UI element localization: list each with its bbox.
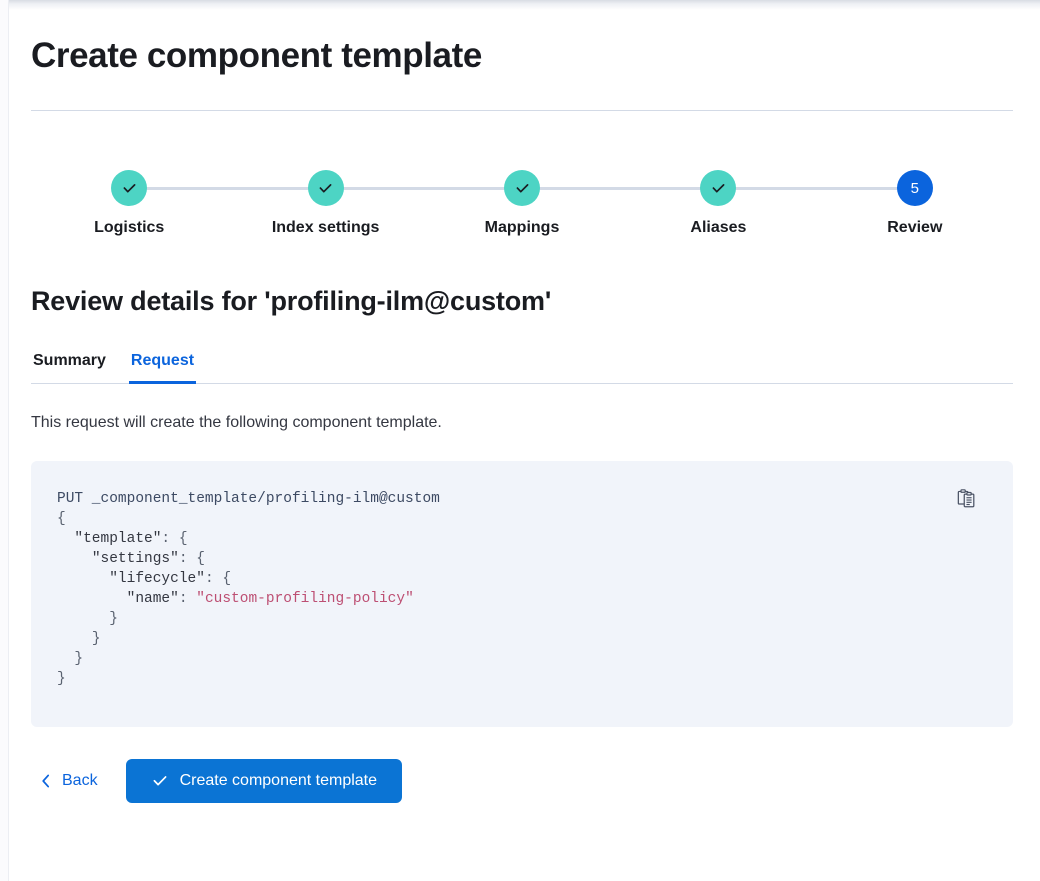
step-connector (718, 187, 915, 190)
step-label: Aliases (690, 219, 747, 236)
step-connector (325, 187, 523, 190)
step-marker-complete (307, 170, 344, 206)
step-marker-complete (700, 170, 737, 206)
wizard-stepper: Logistics Index settings Mappi (31, 170, 1013, 237)
clipboard-copy-icon-glyph (957, 488, 974, 507)
check-icon (319, 183, 332, 193)
tab-summary[interactable]: Summary (31, 350, 108, 384)
back-button-label: Back (62, 772, 98, 789)
back-button[interactable]: Back (31, 766, 106, 796)
page-content: Create component template Logistics (9, 0, 1040, 803)
step-marker-current: 5 (896, 170, 933, 206)
request-code-text: PUT _component_template/profiling-ilm@cu… (57, 491, 440, 687)
request-code-block: PUT _component_template/profiling-ilm@cu… (31, 461, 1013, 727)
step-label: Mappings (484, 219, 560, 236)
request-method-line: PUT _component_template/profiling-ilm@cu… (57, 491, 440, 507)
chevron-left-icon (42, 774, 50, 788)
step-marker-complete (504, 170, 541, 206)
step-review[interactable]: 5 Review (817, 170, 1013, 237)
check-icon (516, 183, 528, 193)
request-string-value: "custom-profiling-policy" (196, 591, 414, 607)
check-icon (123, 183, 136, 193)
step-logistics[interactable]: Logistics (31, 170, 326, 237)
step-label: Logistics (94, 219, 165, 236)
step-aliases[interactable]: Aliases (620, 170, 915, 237)
create-component-template-button[interactable]: Create component template (125, 759, 403, 803)
request-description: This request will create the following c… (31, 414, 442, 431)
review-tabs: Summary Request (31, 350, 1013, 384)
step-mappings[interactable]: Mappings (424, 170, 719, 237)
check-icon (712, 183, 725, 193)
create-button-label: Create component template (179, 772, 378, 789)
step-index-settings[interactable]: Index settings (227, 170, 523, 237)
step-label: Index settings (271, 219, 380, 236)
review-heading: Review details for 'profiling-ilm@custom… (31, 286, 552, 316)
step-connector (129, 187, 326, 190)
wizard-actions: Back Create component template (31, 759, 1013, 803)
step-marker-complete (111, 170, 148, 206)
check-icon (153, 776, 167, 786)
tab-request[interactable]: Request (128, 350, 197, 384)
page-title: Create component template (31, 36, 482, 75)
step-label: Review (887, 219, 943, 236)
step-connector (522, 187, 719, 190)
header-divider (31, 110, 1013, 111)
left-rail (0, 0, 9, 881)
clipboard-copy-icon[interactable] (954, 485, 980, 511)
step-number: 5 (910, 179, 919, 197)
